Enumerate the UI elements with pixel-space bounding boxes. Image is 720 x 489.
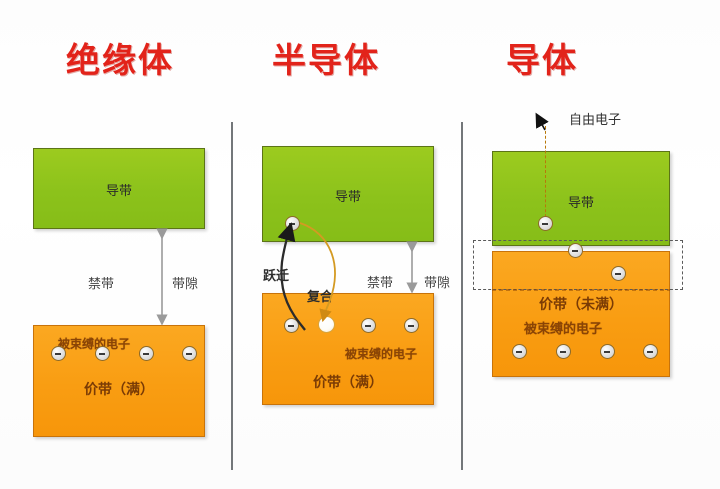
conductor-valence-band-label: 价带（未满）: [539, 297, 623, 313]
semiconductor-forbidden-band-label: 禁带: [367, 276, 394, 291]
panel-divider-left: [231, 122, 233, 470]
insulator-forbidden-band-label: 禁带: [88, 277, 115, 292]
electron-in-conduction: [538, 216, 553, 231]
electron: [556, 344, 571, 359]
insulator-band-gap-label: 带隙: [172, 277, 199, 292]
electron: [139, 346, 154, 361]
electron-at-overlap: [568, 243, 583, 258]
free-electron-label: 自由电子: [569, 113, 622, 128]
semiconductor-bound-electrons-label: 被束缚的电子: [345, 347, 418, 361]
electron: [361, 318, 376, 333]
transition-label: 跃迁: [263, 269, 290, 284]
semiconductor-band-gap-label: 带隙: [424, 276, 451, 291]
electron: [284, 318, 299, 333]
electron: [600, 344, 615, 359]
recombination-label: 复合: [307, 290, 334, 305]
free-electron-path: [545, 126, 546, 222]
electron: [95, 346, 110, 361]
panel-title-semiconductor: 半导体: [272, 41, 380, 81]
conductor-bound-electrons-label: 被束缚的电子: [524, 322, 603, 337]
conductor-conduction-band: 导带: [492, 151, 670, 246]
electron: [643, 344, 658, 359]
semiconductor-conduction-band-label: 导带: [334, 190, 361, 205]
electron: [512, 344, 527, 359]
electron-excited: [285, 216, 300, 231]
insulator-valence-band: 价带（满）: [33, 325, 205, 437]
panel-divider-right: [461, 122, 463, 470]
panel-title-insulator: 绝缘体: [66, 41, 174, 81]
insulator-bound-electrons-label: 被束缚的电子: [58, 337, 131, 351]
panel-title-conductor: 导体: [506, 41, 578, 81]
electron: [182, 346, 197, 361]
electron: [404, 318, 419, 333]
hole: [318, 316, 335, 333]
insulator-valence-band-label: 价带（满）: [84, 382, 154, 398]
insulator-conduction-band: 导带: [33, 148, 205, 229]
electron: [611, 266, 626, 281]
insulator-conduction-band-label: 导带: [105, 184, 132, 199]
conductor-conduction-band-label: 导带: [567, 196, 594, 211]
electron: [51, 346, 66, 361]
semiconductor-valence-band-label: 价带（满）: [313, 375, 383, 391]
